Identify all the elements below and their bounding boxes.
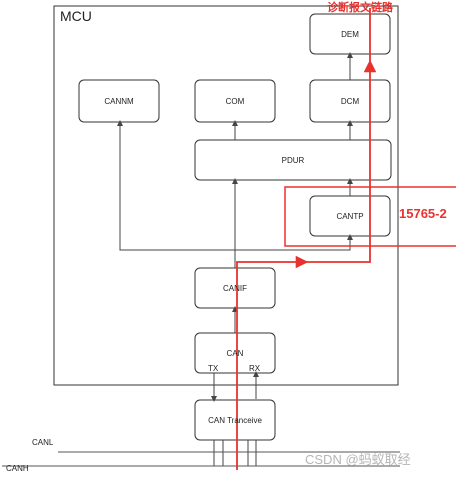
cannm-label: CANNM [104, 96, 134, 106]
canif-label: CANIF [223, 283, 247, 293]
can-label: CAN [226, 348, 244, 358]
cantp-label: CANTP [336, 211, 364, 221]
mcu-container [53, 5, 399, 386]
mcu-label: MCU [60, 8, 92, 24]
dem-label: DEM [341, 29, 359, 39]
com-label: COM [225, 96, 245, 106]
pdur-box [194, 139, 392, 181]
cantp-highlight-frame [284, 186, 456, 247]
transceiver-label: CAN Tranceive [208, 415, 262, 425]
transceiver-box [194, 399, 276, 441]
canl-label: CANL [32, 438, 54, 447]
diag-path-annotation: 诊断报文链路 [327, 2, 393, 14]
rx-pin-label: RX [249, 364, 261, 373]
pdur-label: PDUR [281, 155, 305, 165]
connector-arrows [117, 52, 353, 466]
dcm-label: DCM [340, 96, 360, 106]
watermark: CSDN @蚂蚁取经 [305, 452, 411, 467]
iso-standard-annotation: 15765-2 [399, 206, 447, 221]
diag-path-line [236, 255, 309, 470]
diag-path-line-up [302, 59, 377, 263]
canh-label: CANH [6, 464, 29, 473]
tx-pin-label: TX [208, 364, 219, 373]
